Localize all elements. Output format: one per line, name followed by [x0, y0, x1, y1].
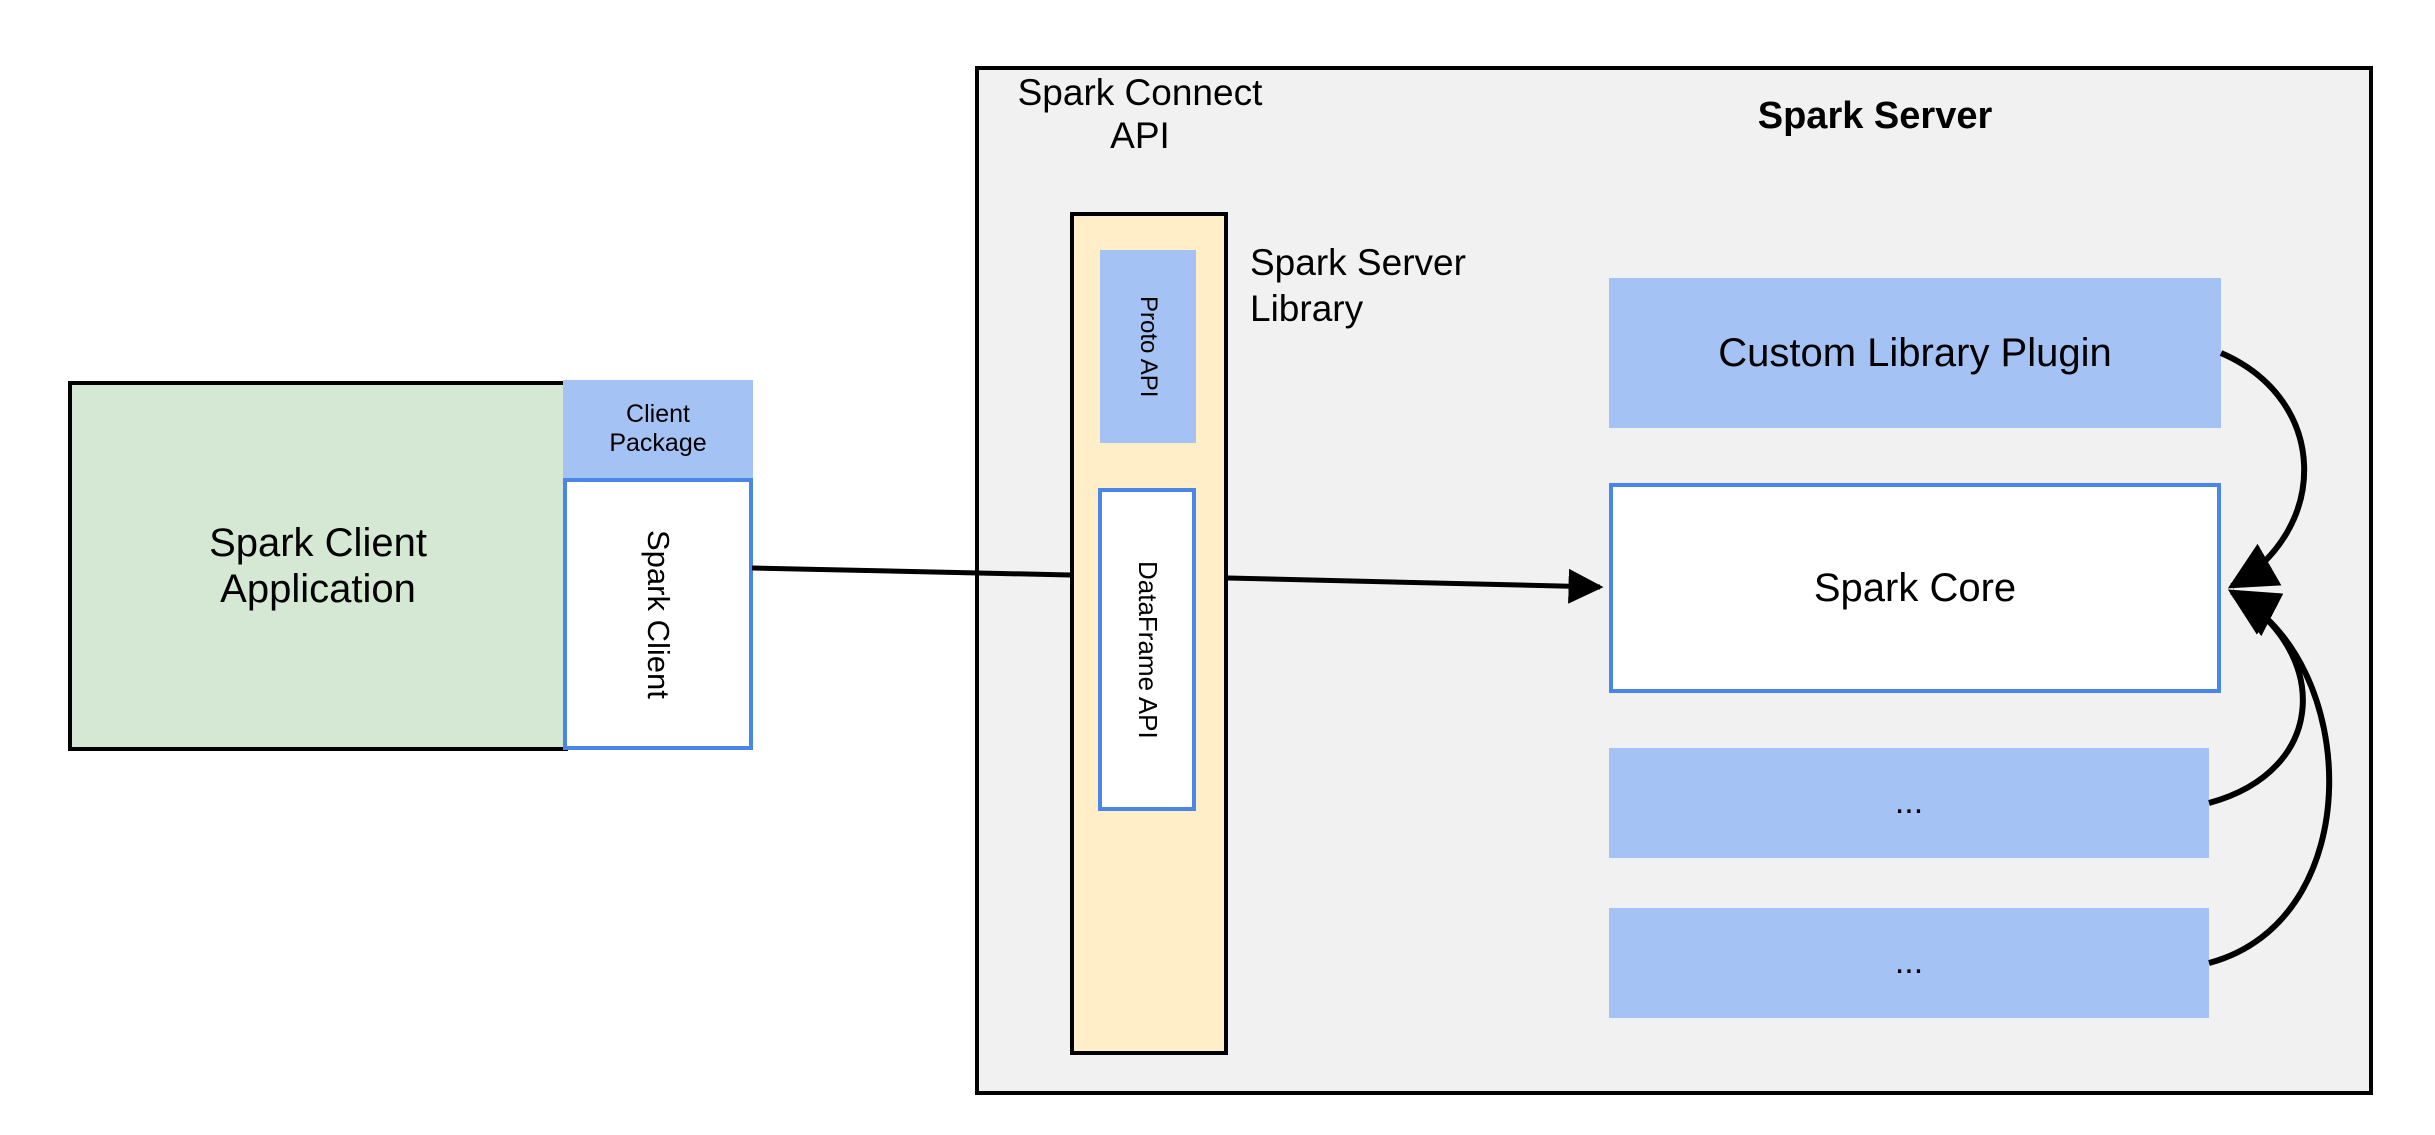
- spark-connect-api-label: Spark Connect API: [1017, 72, 1263, 156]
- ellipsis-box-2: ...: [1609, 908, 2209, 1018]
- ellipsis-1-label: ...: [1894, 783, 1924, 822]
- client-package-box: Client Package: [563, 380, 753, 478]
- spark-client-application-box: Spark Client Application: [68, 381, 568, 751]
- spark-client-label: Spark Client: [640, 529, 676, 699]
- spark-server-library-label: Spark Server Library: [1250, 242, 1466, 330]
- ellipsis-box-1: ...: [1609, 748, 2209, 858]
- dataframe-api-box: DataFrame API: [1098, 488, 1196, 811]
- spark-server-title: Spark Server: [1757, 95, 1993, 138]
- dataframe-api-label: DataFrame API: [1132, 560, 1163, 739]
- proto-api-label: Proto API: [1134, 295, 1162, 398]
- ellipsis-2-label: ...: [1894, 943, 1924, 982]
- custom-library-plugin-label: Custom Library Plugin: [1718, 331, 2112, 375]
- custom-library-plugin-box: Custom Library Plugin: [1609, 278, 2221, 428]
- spark-client-box: Spark Client: [563, 478, 753, 750]
- spark-client-application-label: Spark Client Application: [209, 521, 427, 611]
- spark-core-box: Spark Core: [1609, 483, 2221, 693]
- client-package-label: Client Package: [609, 400, 707, 457]
- proto-api-box: Proto API: [1100, 250, 1196, 443]
- spark-core-label: Spark Core: [1813, 566, 2017, 610]
